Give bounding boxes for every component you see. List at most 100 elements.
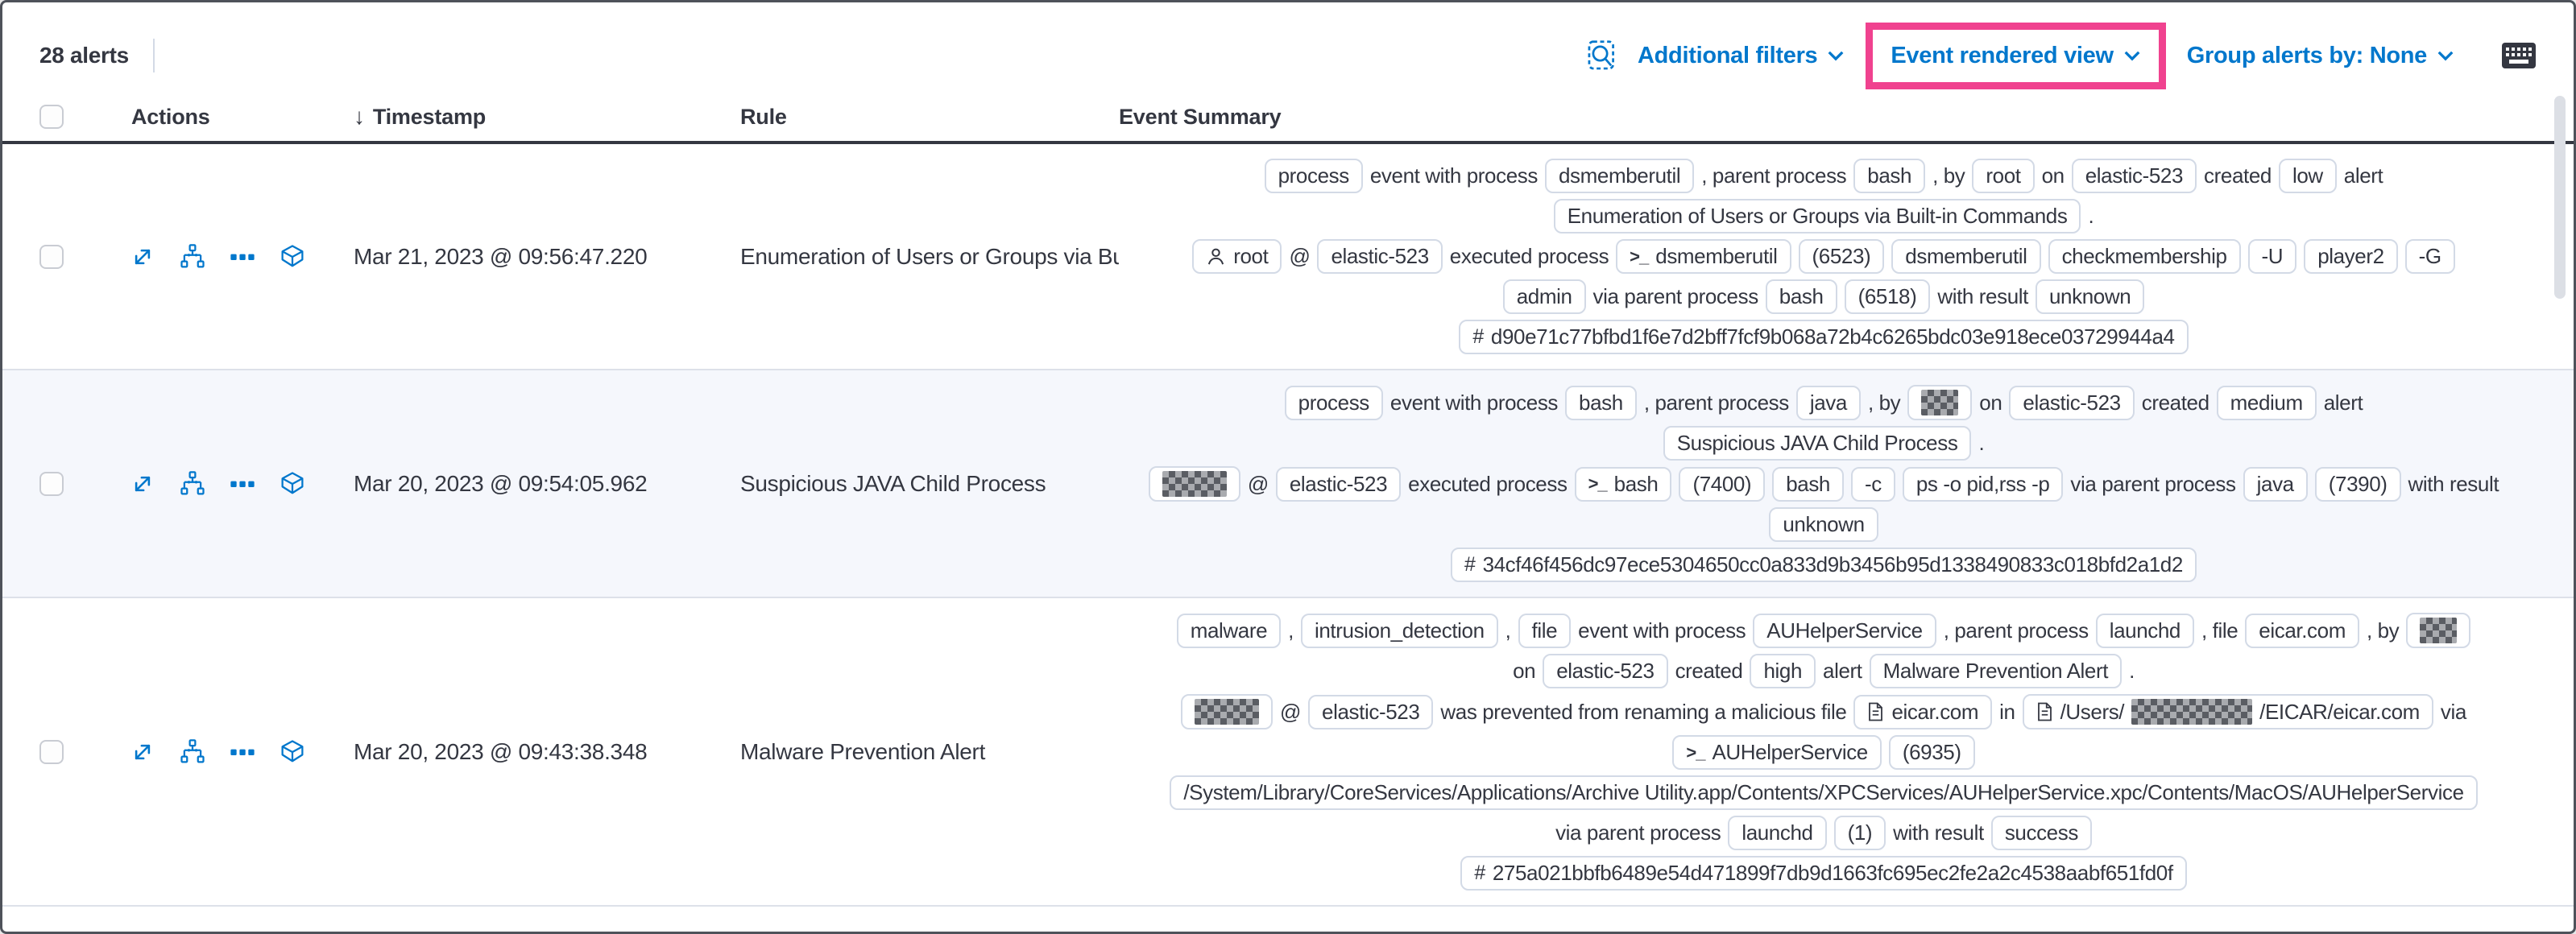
summary-text: was prevented from renaming a malicious … (1440, 699, 1847, 724)
col-header-timestamp[interactable]: ↓Timestamp (354, 104, 740, 130)
summary-badge[interactable]: (6518) (1844, 279, 1931, 314)
summary-badge[interactable]: elastic-523 (1308, 694, 1434, 729)
summary-badge[interactable]: -c (1850, 466, 1895, 502)
summary-badge[interactable]: -G (2404, 239, 2455, 274)
redacted-badge[interactable] (1181, 694, 1274, 729)
summary-badge[interactable]: high (1750, 654, 1816, 688)
analyze-event-button[interactable] (178, 469, 207, 498)
summary-badge[interactable]: dsmemberutil (1544, 159, 1695, 193)
summary-badge[interactable]: Malware Prevention Alert (1869, 654, 2123, 688)
more-actions-button[interactable] (228, 242, 257, 271)
badge-label: -U (2261, 244, 2284, 268)
summary-text: event with process (1389, 390, 1559, 415)
redacted-badge[interactable] (1148, 466, 1240, 502)
analyze-event-button[interactable] (178, 242, 207, 271)
group-alerts-button[interactable]: Group alerts by: None (2187, 43, 2454, 69)
row-checkbox[interactable] (39, 471, 64, 496)
summary-badge[interactable]: >_AUHelperService (1672, 735, 1882, 770)
expand-details-button[interactable] (128, 738, 157, 767)
session-view-button[interactable] (278, 738, 307, 767)
badge-label: java (2256, 471, 2295, 496)
summary-badge[interactable]: (1) (1833, 816, 1886, 850)
summary-badge[interactable]: success (1990, 816, 2092, 850)
summary-badge[interactable]: /System/Library/CoreServices/Application… (1170, 775, 2478, 810)
view-selector-button[interactable]: Event rendered view (1891, 43, 2140, 69)
summary-badge[interactable]: java (1795, 385, 1861, 420)
summary-badge[interactable]: file (1518, 613, 1572, 648)
summary-badge[interactable]: process (1264, 159, 1363, 193)
summary-badge[interactable]: bash (1765, 279, 1837, 314)
rule-cell: Malware Prevention Alert (740, 738, 986, 764)
summary-badge[interactable]: eicar.com (1853, 694, 1993, 729)
row-checkbox[interactable] (39, 244, 64, 269)
summary-badge[interactable]: >_bash (1574, 466, 1672, 502)
summary-badge[interactable]: eicar.com (2245, 613, 2359, 648)
summary-badge[interactable]: Enumeration of Users or Groups via Built… (1553, 199, 2081, 234)
badge-label: java (1809, 390, 1848, 415)
badge-label: bash (1779, 284, 1824, 308)
keyboard-shortcuts-icon[interactable] (2501, 42, 2537, 69)
summary-badge[interactable]: intrusion_detection (1301, 613, 1498, 648)
summary-text: , parent process (1643, 390, 1789, 415)
badge-label: root (1233, 244, 1269, 268)
summary-badge[interactable]: /Users//EICAR/eicar.com (2022, 694, 2433, 729)
summary-text: via parent process (2070, 471, 2236, 496)
summary-badge[interactable]: elastic-523 (2071, 159, 2197, 193)
summary-badge[interactable]: elastic-523 (1275, 466, 1402, 502)
expand-details-button[interactable] (128, 469, 157, 498)
col-header-rule[interactable]: Rule (740, 104, 787, 129)
additional-filters-button[interactable]: Additional filters (1638, 43, 1845, 69)
summary-badge[interactable]: #d90e71c77bfbd1f6e7d2bff7fcf9b068a72b4c6… (1459, 320, 2189, 354)
summary-badge[interactable]: (6935) (1888, 735, 1975, 770)
redacted-badge[interactable] (2406, 613, 2471, 648)
summary-badge[interactable]: launchd (1728, 816, 1827, 850)
session-view-button[interactable] (278, 469, 307, 498)
expand-details-button[interactable] (128, 242, 157, 271)
summary-badge[interactable]: admin (1502, 279, 1586, 314)
summary-badge[interactable]: java (2243, 466, 2308, 502)
summary-badge[interactable]: #34cf46f456dc97ece5304650cc0a833d9b3456b… (1451, 548, 2197, 582)
summary-badge[interactable]: bash (1565, 385, 1637, 420)
summary-badge[interactable]: elastic-523 (2009, 385, 2135, 420)
summary-badge[interactable]: >_dsmemberutil (1616, 239, 1791, 274)
summary-badge[interactable]: (7390) (2314, 466, 2401, 502)
summary-badge[interactable]: elastic-523 (1543, 654, 1668, 688)
more-actions-button[interactable] (228, 469, 257, 498)
summary-badge[interactable]: ps -o pid,rss -p (1902, 466, 2064, 502)
badge-label: AUHelperService (1712, 740, 1868, 764)
summary-badge[interactable]: elastic-523 (1317, 239, 1443, 274)
inspect-icon[interactable] (1586, 39, 1618, 72)
more-actions-button[interactable] (228, 738, 257, 767)
analyze-event-button[interactable] (178, 738, 207, 767)
summary-badge[interactable]: process (1284, 385, 1383, 420)
summary-badge[interactable]: root (1972, 159, 2035, 193)
summary-badge[interactable]: unknown (1769, 507, 1878, 542)
summary-badge[interactable]: (7400) (1679, 466, 1766, 502)
summary-badge[interactable]: #275a021bbfb6489e54d471899f7db9d1663fc69… (1460, 856, 2187, 891)
summary-badge[interactable]: launchd (2095, 613, 2194, 648)
summary-badge[interactable]: dsmemberutil (1891, 239, 2041, 274)
summary-badge[interactable]: (6523) (1798, 239, 1885, 274)
summary-badge[interactable]: medium (2216, 385, 2317, 420)
summary-badge[interactable]: bash (1772, 466, 1844, 502)
summary-badge[interactable]: malware (1176, 613, 1282, 648)
select-all-checkbox[interactable] (39, 105, 64, 129)
summary-badge[interactable]: bash (1853, 159, 1926, 193)
summary-badge[interactable]: checkmembership (2048, 239, 2241, 274)
summary-badge[interactable]: AUHelperService (1753, 613, 1936, 648)
session-view-button[interactable] (278, 242, 307, 271)
summary-badge[interactable]: unknown (2035, 279, 2145, 314)
summary-badge[interactable]: Suspicious JAVA Child Process (1663, 426, 1972, 461)
summary-badge[interactable]: low (2278, 159, 2337, 193)
summary-badge[interactable]: player2 (2304, 239, 2398, 274)
summary-badge[interactable]: root (1192, 239, 1282, 274)
col-header-event-summary[interactable]: Event Summary (1119, 104, 1282, 129)
redacted-badge[interactable] (1907, 385, 1973, 420)
summary-badge[interactable]: -U (2247, 239, 2297, 274)
row-checkbox[interactable] (39, 739, 64, 764)
scrollbar-thumb[interactable] (2554, 96, 2566, 299)
